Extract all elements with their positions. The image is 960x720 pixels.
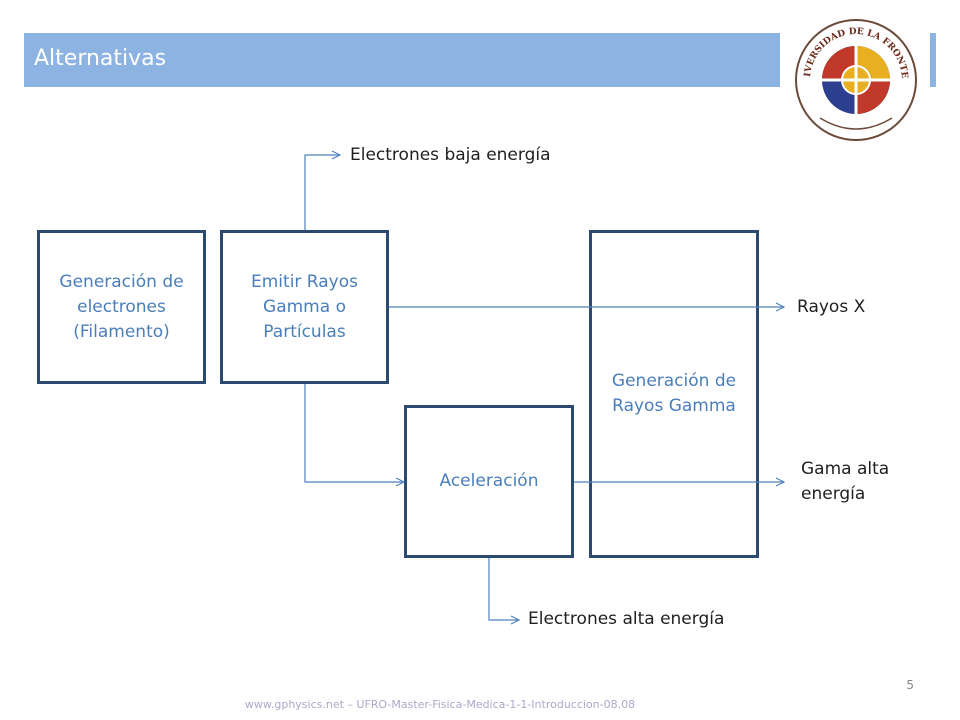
box-filamento: Generación de electrones (Filamento)	[37, 230, 206, 384]
box-filamento-text: Generación de electrones (Filamento)	[59, 271, 184, 342]
arrow-to-electrones-baja	[304, 155, 340, 230]
label-electrones-alta: Electrones alta energía	[528, 609, 725, 629]
footer-source: www.gphysics.net – UFRO-Master-Fisica-Me…	[244, 698, 636, 711]
box-generacion-gamma-text: Generación de Rayos Gamma	[611, 371, 737, 416]
box-emitir-text: Emitir Rayos Gamma o Partículas	[251, 271, 358, 342]
box-aceleracion: Aceleración	[404, 405, 574, 558]
slide-title: Alternativas	[34, 46, 167, 71]
label-gama-alta: Gama alta energía	[801, 459, 890, 504]
box-aceleracion-text: Aceleración	[439, 471, 539, 491]
university-logo: UNIVERSIDAD DE LA FRONTERA	[776, 3, 930, 148]
university-seal-icon: UNIVERSIDAD DE LA FRONTERA	[776, 3, 917, 141]
box-emitir: Emitir Rayos Gamma o Partículas	[220, 230, 389, 384]
arrow-to-electrones-alta	[488, 558, 519, 620]
label-rayos-x: Rayos X	[797, 297, 866, 317]
arrow-to-aceleracion	[304, 384, 404, 482]
label-electrones-baja: Electrones baja energía	[350, 145, 551, 165]
page-number: 5	[906, 678, 914, 692]
box-generacion-gamma: Generación de Rayos Gamma	[589, 230, 759, 558]
